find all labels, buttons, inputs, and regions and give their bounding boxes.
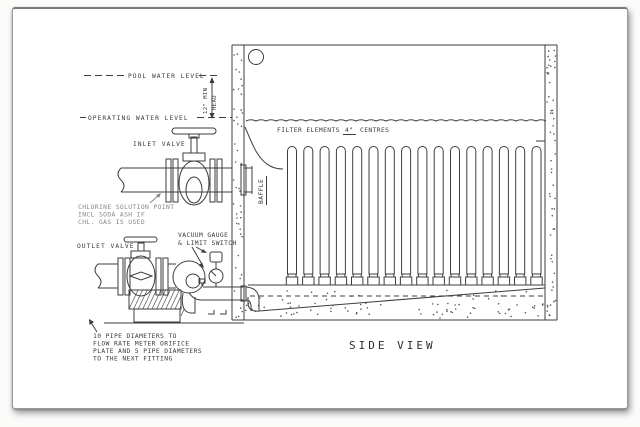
pipe-note-line-2: FLOW RATE METER ORIFICE xyxy=(93,341,189,348)
pipe-support-marks xyxy=(208,310,227,315)
inlet-wall-flange xyxy=(240,164,247,196)
head-dimension: 12" MIN HEAD xyxy=(203,77,218,119)
inlet-valve-gate xyxy=(185,176,203,204)
flow-diamond xyxy=(128,271,154,281)
inlet-pipe xyxy=(121,167,232,193)
pump-volute-inner xyxy=(185,273,201,289)
head-dimension-text-1: 12" MIN xyxy=(203,88,209,114)
filter-elements-label-2: 4" xyxy=(345,127,353,134)
filter-tubes xyxy=(285,146,543,286)
discharge-pipe xyxy=(201,286,244,301)
chlorination-line-1: CHLORINE SOLUTION POINT xyxy=(78,204,174,211)
outlet-flange-4 xyxy=(162,257,169,296)
limit-switch xyxy=(209,251,223,263)
discharge-elbow xyxy=(245,286,260,311)
outlet-flange-3 xyxy=(155,257,162,296)
vacuum-gauge-note: VACUUM GAUGE & LIMIT SWITCH xyxy=(178,232,237,268)
filter-tank xyxy=(231,44,558,321)
outlet-valve-bonnet xyxy=(130,250,151,259)
baffle-label: BAFFLE xyxy=(258,179,265,204)
inlet-valve-bonnet xyxy=(182,152,206,162)
pipe-diameters-note: 10 PIPE DIAMETERS TO FLOW RATE METER ORI… xyxy=(89,319,202,363)
note-leader-arrow xyxy=(89,319,94,325)
inlet-flange-4 xyxy=(216,158,223,203)
pool-water-level-label: POOL WATER LEVEL xyxy=(128,73,205,80)
sloped-floor-line xyxy=(258,287,546,312)
baffle: BAFFLE xyxy=(244,126,284,205)
pump-base-plinth xyxy=(133,308,181,323)
inlet-flange-2 xyxy=(172,158,179,203)
motor-hatching xyxy=(128,289,185,316)
vacuum-gauge-needle xyxy=(210,270,217,277)
pipe-note-line-1: 10 PIPE DIAMETERS TO xyxy=(93,333,177,340)
dimension-arrow-down xyxy=(209,113,215,119)
filter-elements: FILTER ELEMENTS 4" CENTRES xyxy=(247,127,546,312)
vacuum-gauge-label-1: VACUUM GAUGE xyxy=(178,232,228,239)
discharge-wall-flange xyxy=(240,285,247,302)
inlet-valve-stem xyxy=(190,136,198,154)
chlorination-note: CHLORINE SOLUTION POINT INCL SODA ASH IF… xyxy=(78,193,174,226)
pump-suction-stub xyxy=(168,263,176,289)
outlet-assembly: OUTLET VALVE xyxy=(77,236,260,324)
vent-circle xyxy=(248,49,264,65)
inlet-valve-label: INLET VALVE xyxy=(133,141,186,148)
floor-pocket xyxy=(247,297,260,312)
drawing-title: SIDE VIEW xyxy=(349,339,436,352)
pipe-break-symbol xyxy=(117,167,125,193)
baffle-plate-line xyxy=(244,126,284,170)
chlorination-line-2: INCL SODA ASH IF xyxy=(78,212,145,219)
water-levels: POOL WATER LEVEL OPERATING WATER LEVEL 1… xyxy=(80,73,232,122)
outlet-pipe-break xyxy=(94,263,102,289)
outlet-handwheel xyxy=(123,236,158,243)
inlet-assembly: INLET VALVE xyxy=(117,127,253,206)
outlet-valve-label: OUTLET VALVE xyxy=(77,243,135,250)
inlet-flange-3 xyxy=(209,158,216,203)
outlet-flange-1 xyxy=(117,257,124,296)
vacuum-gauge-label-2: & LIMIT SWITCH xyxy=(178,240,237,247)
vacuum-leader-2 xyxy=(191,246,204,267)
discharge-curve xyxy=(188,292,202,301)
pump-drain-elbow xyxy=(181,292,196,314)
outlet-pipe-left xyxy=(98,263,118,289)
inlet-flange-1 xyxy=(165,158,172,203)
pipe-note-line-3: PLATE AND 5 PIPE DIAMETERS xyxy=(93,348,202,355)
outlet-valve-stem xyxy=(137,242,145,252)
dimension-arrow-up xyxy=(209,77,215,83)
water-surface-wave xyxy=(245,119,547,122)
chlorination-leader-arrow xyxy=(156,193,161,198)
inlet-pipe-stub xyxy=(244,166,253,194)
pipe-note-line-4: TO THE NEXT FITTING xyxy=(93,356,173,363)
outlet-valve-body xyxy=(126,255,156,297)
operating-water-level-label: OPERATING WATER LEVEL xyxy=(88,115,189,122)
concrete-stipple-dots xyxy=(232,49,557,319)
head-dimension-text-2: HEAD xyxy=(212,95,218,110)
vacuum-leader-arrow-1 xyxy=(201,249,207,253)
chlorination-line-3: CHL. GAS IS USED xyxy=(78,219,145,226)
inlet-handwheel-hub xyxy=(188,133,200,139)
inlet-handwheel xyxy=(171,127,217,135)
vacuum-leader-arrow-2 xyxy=(198,262,204,268)
filter-elements-label-3: CENTRES xyxy=(360,127,389,134)
filter-elements-label-1: FILTER ELEMENTS xyxy=(277,127,340,134)
